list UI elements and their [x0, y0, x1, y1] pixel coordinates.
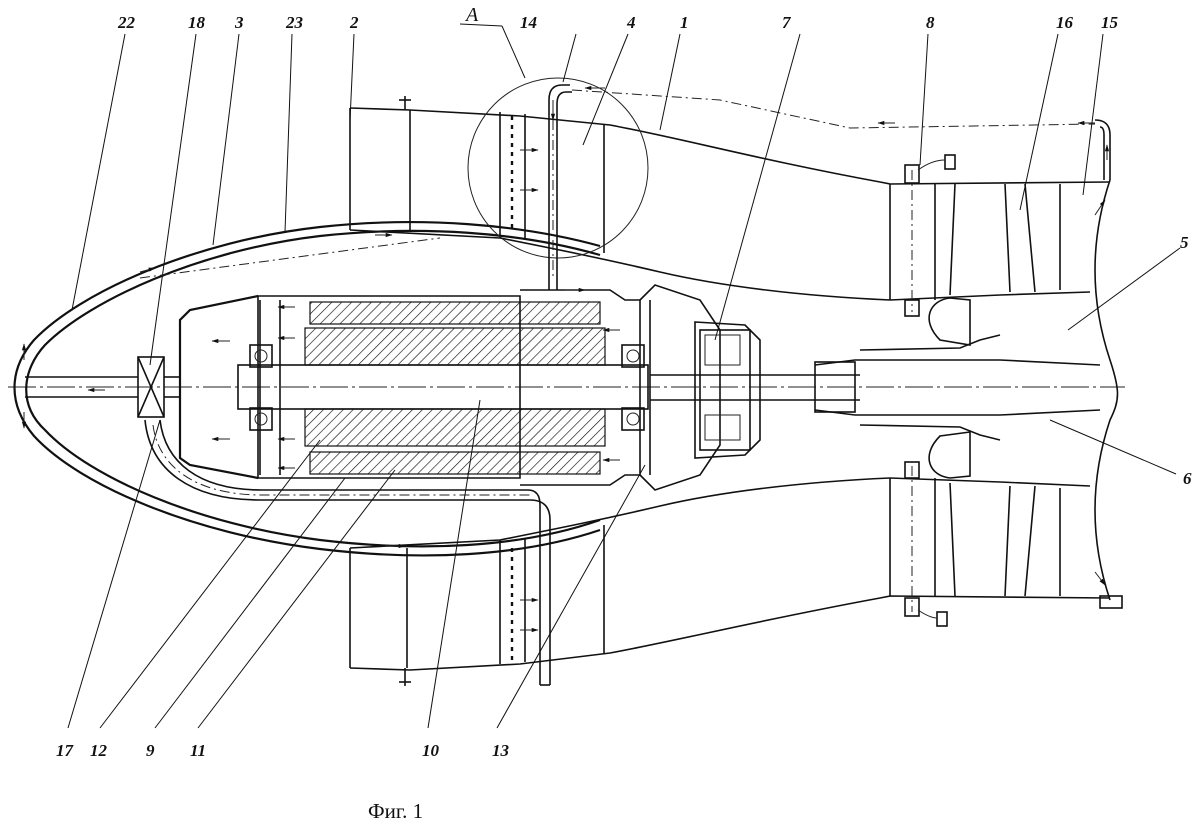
- figure-caption: Фиг. 1: [368, 799, 423, 823]
- label-22: 22: [117, 13, 136, 32]
- label-4: 4: [626, 13, 636, 32]
- label-15: 15: [1101, 13, 1119, 32]
- leader-lines: [67, 23, 1181, 729]
- cooling-pipe-14: [548, 84, 1111, 290]
- label-1: 1: [680, 13, 689, 32]
- label-7: 7: [782, 13, 792, 32]
- label-18: 18: [188, 13, 206, 32]
- label-13: 13: [492, 741, 510, 760]
- upper-flow-duct: [349, 77, 891, 301]
- label-14: 14: [520, 13, 537, 32]
- rotor-core-lower: [304, 408, 606, 447]
- label-10: 10: [422, 741, 440, 760]
- label-6: 6: [1183, 469, 1192, 488]
- label-5: 5: [1180, 233, 1189, 252]
- label-12: 12: [90, 741, 108, 760]
- front-shaft-coupling: [25, 356, 180, 418]
- stator-winding-upper: [309, 301, 601, 325]
- turbine-blades-lower: [879, 461, 1123, 627]
- turbine-disc-5: [928, 179, 1119, 601]
- turbine-shaft-6: [814, 334, 1101, 441]
- generator-housing: [178, 284, 721, 491]
- label-3: 3: [234, 13, 244, 32]
- spinner-fairing: [13, 220, 601, 557]
- label-16: 16: [1056, 13, 1074, 32]
- return-pipe-17: [144, 419, 551, 686]
- label-2: 2: [349, 13, 359, 32]
- rotor-core-upper: [304, 327, 606, 366]
- part-labels: 22 18 3 23 2 14 4 1 7 8 16 15 A 5 6 17 1…: [56, 4, 1192, 823]
- detail-a-circle: [467, 77, 649, 259]
- label-17: 17: [56, 741, 75, 760]
- stator-winding-lower: [309, 451, 601, 475]
- detail-label-a: A: [464, 4, 479, 26]
- label-8: 8: [926, 13, 935, 32]
- lower-flow-duct: [349, 477, 891, 686]
- label-9: 9: [146, 741, 155, 760]
- label-11: 11: [190, 741, 206, 760]
- turbine-blades-upper: [879, 154, 1111, 317]
- gearbox-7: [650, 321, 860, 459]
- label-23: 23: [285, 13, 304, 32]
